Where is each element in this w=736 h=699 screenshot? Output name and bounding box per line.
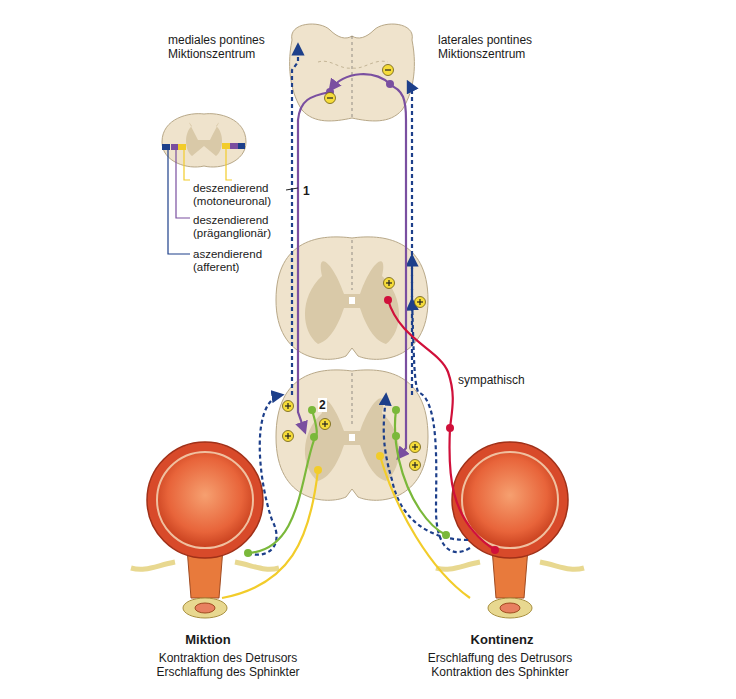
efferent-fiber [248, 410, 317, 553]
neuron-dot [491, 546, 499, 554]
neuron-dot [384, 296, 392, 304]
pons-boundary [318, 61, 388, 68]
central-canal [349, 434, 355, 441]
afferent-fiber [408, 82, 412, 395]
pons-section [290, 24, 415, 121]
afferent-fiber [384, 395, 468, 540]
neuron-dot [386, 80, 394, 88]
text-label: Kontraktion des Detrusors Erschlaffung d… [142, 651, 314, 679]
callout-number: 2 [318, 398, 327, 412]
callout-tick [286, 188, 298, 190]
preganglionic-fiber [298, 92, 330, 432]
grey-matter [305, 261, 399, 344]
plus-sign [415, 297, 426, 308]
legend-swatch [162, 144, 170, 150]
bladder-miktion [131, 442, 279, 618]
neuron-dot [392, 432, 400, 440]
neuron-dot [376, 452, 384, 460]
plus-sign [384, 278, 395, 289]
legend-leader [184, 149, 232, 180]
legend-text: deszendierend (präganglionär) [193, 214, 293, 240]
minus-sign [325, 93, 336, 104]
sympathetic-fiber [388, 300, 495, 550]
neuron-dot [442, 531, 450, 539]
motor-fiber [222, 470, 318, 598]
caption-heading: Kontinenz [442, 633, 562, 647]
motor-fiber [380, 456, 470, 598]
midline [352, 240, 353, 290]
neuron-dot [314, 466, 322, 474]
tract-mark [222, 143, 230, 149]
text-label: laterales pontines Miktionszentrum [438, 33, 550, 61]
neuron-dot [446, 424, 454, 432]
midline [352, 373, 353, 427]
legend-leader [168, 149, 190, 254]
neuron-dot [310, 433, 318, 441]
efferent-fiber [395, 410, 446, 535]
text-label: sympathisch [458, 373, 525, 387]
neuron-dot [308, 406, 316, 414]
plus-sign [283, 431, 294, 442]
bladder-kontinenz [436, 442, 584, 618]
plus-sign [320, 419, 331, 430]
central-canal [349, 297, 355, 304]
plus-sign [410, 442, 421, 453]
tract-mark [238, 143, 245, 149]
pontine-connection [330, 74, 390, 90]
plus-sign [410, 460, 421, 471]
callout-number: 1 [302, 184, 311, 198]
legend-leader [176, 149, 190, 218]
legend-swatch [178, 144, 186, 150]
midline [352, 36, 353, 118]
grey-matter [186, 122, 222, 156]
legend-text: deszendierend (motoneuronal) [193, 182, 293, 208]
neuron-dot [244, 549, 252, 557]
tract-mark [230, 143, 238, 149]
legend-swatch [171, 144, 178, 150]
text-label: Erschlaffung des Detrusors Kontraktion d… [414, 651, 586, 679]
afferent-fiber [248, 395, 282, 555]
neuron-dot [392, 406, 400, 414]
preganglionic-fiber [388, 84, 406, 458]
legend-text: aszendierend (afferent) [193, 248, 293, 274]
text-label: mediales pontines Miktionszentrum [168, 33, 280, 61]
caption-heading: Miktion [148, 633, 268, 647]
minus-sign [383, 65, 394, 76]
plus-sign [283, 401, 294, 412]
legend-cord-section [162, 114, 246, 167]
